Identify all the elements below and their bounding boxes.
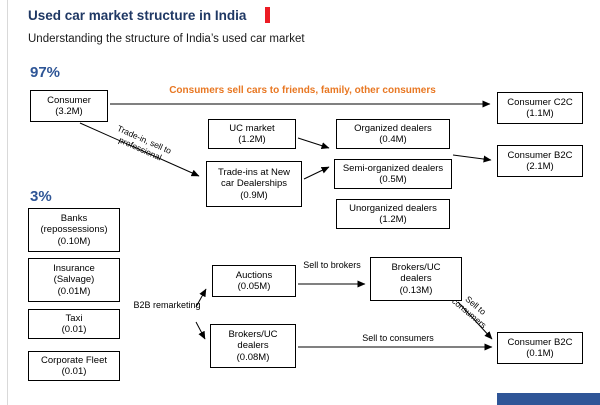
text-line: Consumer C2C <box>507 96 573 108</box>
text-line: Consumer B2C <box>507 336 573 348</box>
node-consumer: Consumer (3.2M) <box>30 90 108 122</box>
text-line: (0.5M) <box>379 174 407 185</box>
text-line: Insurance <box>53 262 95 274</box>
arrow-tradeins-to-dealers <box>303 166 330 180</box>
node-consumer-b2c-bottom: Consumer B2C (0.1M) <box>497 332 583 364</box>
text-line: (1.1M) <box>526 108 554 119</box>
node-consumer-c2c: Consumer C2C (1.1M) <box>497 92 583 124</box>
arrow-b2b-to-brokers <box>195 321 206 340</box>
node-insurance: Insurance (Salvage) (0.01M) <box>28 258 120 302</box>
node-consumer-b2c-top: Consumer B2C (2.1M) <box>497 145 583 177</box>
node-brokers-uc-013: Brokers/UC dealers (0.13M) <box>370 257 462 301</box>
footer-blue-bar <box>497 393 600 405</box>
node-banks: Banks (repossessions) (0.10M) <box>28 208 120 252</box>
text-line: Consumer <box>47 94 91 106</box>
text-line: (1.2M) <box>379 214 407 225</box>
node-semi-organized-dealers: Semi-organized dealers (0.5M) <box>334 159 452 189</box>
node-auctions: Auctions (0.05M) <box>212 265 296 297</box>
text-line: (0.10M) <box>57 235 91 247</box>
text-line: (0.05M) <box>237 281 271 292</box>
slide-edge-line <box>7 0 8 405</box>
node-brokers-uc-008: Brokers/UC dealers (0.08M) <box>210 324 296 368</box>
text-line: dealers <box>400 273 432 285</box>
text-line: dealers <box>237 340 269 352</box>
text-line: (0.1M) <box>526 348 554 359</box>
text-line: (1.2M) <box>238 134 266 145</box>
text-line: (0.01M) <box>57 285 91 297</box>
text-line: Auctions <box>235 269 273 281</box>
text-line: (0.01) <box>61 324 87 335</box>
arrow-dealers-to-b2c-top <box>452 154 492 163</box>
node-trade-ins: Trade-ins at New car Dealerships (0.9M) <box>206 161 302 207</box>
label-97-percent: 97% <box>30 64 61 81</box>
text-line: Brokers/UC <box>391 261 441 273</box>
text-line: Corporate Fleet <box>40 354 107 366</box>
text-line: Trade-ins at New <box>218 166 290 178</box>
text-line: (0.01) <box>61 366 87 377</box>
label-sell-to-brokers: Sell to brokers <box>303 260 361 270</box>
text-line: UC market <box>229 122 275 134</box>
node-taxi: Taxi (0.01) <box>28 309 120 339</box>
text-line: (0.4M) <box>379 134 407 145</box>
arrow-b2b-to-auctions <box>195 288 207 308</box>
red-accent-bar <box>265 7 270 23</box>
node-corporate-fleet: Corporate Fleet (0.01) <box>28 351 120 381</box>
text-line: (2.1M) <box>526 161 554 172</box>
label-b2b-remarketing: B2B remarketing <box>133 300 201 310</box>
node-unorganized-dealers: Unorganized dealers (1.2M) <box>336 199 450 229</box>
arrow-ucmarket-to-dealers <box>297 137 330 150</box>
page-title: Used car market structure in India <box>28 8 247 23</box>
arrow-brokers-to-b2c-bottom-diag <box>457 301 493 340</box>
label-3-percent: 3% <box>30 188 52 205</box>
text-line: (0.13M) <box>399 284 433 296</box>
text-line: (3.2M) <box>55 106 83 117</box>
node-organized-dealers: Organized dealers (0.4M) <box>336 119 450 149</box>
text-line: Consumer B2C <box>507 149 573 161</box>
text-line: Semi-organized dealers <box>342 162 444 174</box>
arrow-consumer-to-tradeins <box>79 122 200 177</box>
text-line: Unorganized dealers <box>349 202 437 214</box>
text-line: car Dealerships <box>221 178 287 190</box>
text-line: Banks <box>60 212 88 224</box>
text-line: (0.08M) <box>236 351 270 363</box>
label-c2c-flow: Consumers sell cars to friends, family, … <box>169 85 436 96</box>
text-line: (0.9M) <box>240 189 268 201</box>
text-line: (repossessions) <box>40 224 108 236</box>
text-line: (Salvage) <box>53 274 95 286</box>
label-sell-to-consumers: Sell to consumers <box>362 333 434 343</box>
text-line: Organized dealers <box>354 122 432 134</box>
text-line: Taxi <box>65 312 83 324</box>
page-subtitle: Understanding the structure of India’s u… <box>28 33 305 45</box>
text-line: Brokers/UC <box>228 328 278 340</box>
node-uc-market: UC market (1.2M) <box>208 119 296 149</box>
